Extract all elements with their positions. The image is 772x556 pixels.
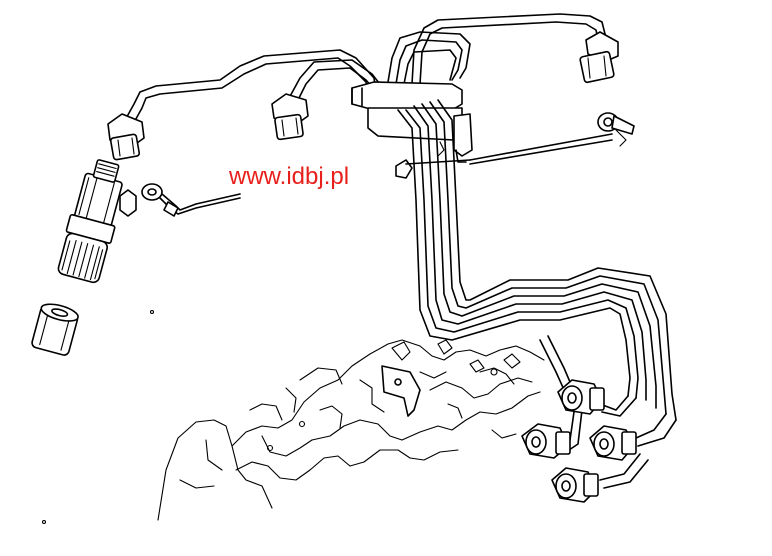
pipe-bundle (397, 99, 677, 489)
pipe-cylinder-3 (387, 31, 471, 85)
fitting-nut-3 (589, 425, 637, 461)
fitting-nut-2 (521, 423, 571, 459)
pump-head-block (351, 81, 473, 179)
pipe-cylinder-1 (107, 49, 377, 161)
pipe-cylinder-2 (271, 59, 387, 141)
fitting-nut-4 (551, 467, 599, 503)
pipe-cylinder-4 (411, 13, 619, 85)
return-line (469, 112, 635, 165)
injector-assembly (31, 159, 241, 356)
watermark-url: www.idbj.pl (229, 163, 350, 190)
fitting-nut-1 (557, 379, 605, 415)
engine-block-outline (41, 309, 545, 525)
